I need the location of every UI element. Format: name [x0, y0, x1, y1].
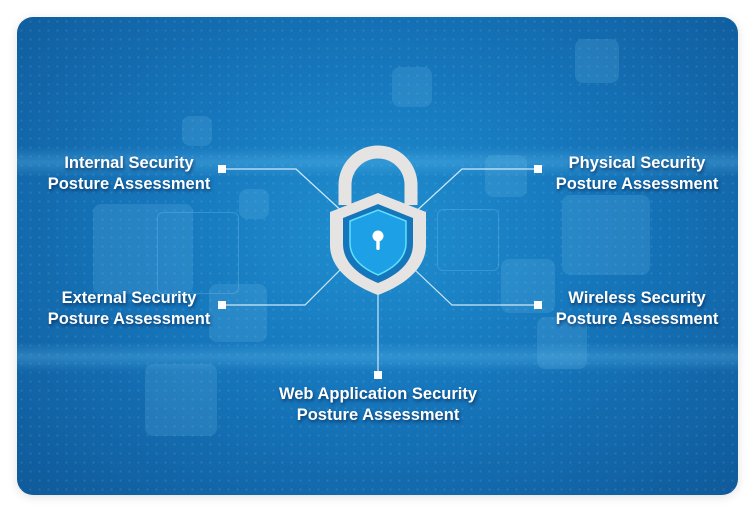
decor-square — [93, 204, 193, 294]
decor-square — [209, 284, 267, 342]
decor-square — [575, 39, 619, 83]
label-line: Posture Assessment — [555, 175, 719, 193]
label-webapp-security: Web Application Security Posture Assessm… — [238, 384, 518, 426]
node-external — [218, 301, 226, 309]
diagram-card: Internal Security Posture Assessment Phy… — [17, 17, 738, 495]
decor-square — [239, 189, 269, 219]
node-wireless — [534, 301, 542, 309]
decor-outline — [157, 212, 239, 294]
label-line: Posture Assessment — [555, 310, 719, 328]
node-physical — [534, 165, 542, 173]
label-line: Posture Assessment — [47, 310, 211, 328]
decor-square — [537, 317, 587, 369]
node-internal — [218, 165, 226, 173]
label-internal-security: Internal Security Posture Assessment — [30, 153, 228, 195]
node-webapp — [374, 371, 382, 379]
connector-lines — [218, 145, 542, 379]
label-physical-security: Physical Security Posture Assessment — [538, 153, 736, 195]
keyhole-icon — [372, 230, 384, 250]
label-wireless-security: Wireless Security Posture Assessment — [538, 288, 736, 330]
label-line: Posture Assessment — [47, 175, 211, 193]
padlock-shield-icon — [330, 145, 426, 295]
decor-outline — [437, 209, 499, 271]
label-line: External Security — [61, 289, 197, 307]
decor-square — [392, 67, 432, 107]
decor-square — [501, 259, 555, 313]
label-line: Wireless Security — [568, 289, 706, 307]
decor-square — [182, 116, 212, 146]
label-external-security: External Security Posture Assessment — [30, 288, 228, 330]
decor-square — [562, 195, 650, 275]
label-line: Posture Assessment — [296, 406, 460, 424]
label-line: Physical Security — [568, 154, 706, 172]
label-line: Internal Security — [64, 154, 194, 172]
decor-square — [485, 155, 527, 197]
decor-square — [145, 364, 217, 436]
label-line: Web Application Security — [278, 385, 478, 403]
